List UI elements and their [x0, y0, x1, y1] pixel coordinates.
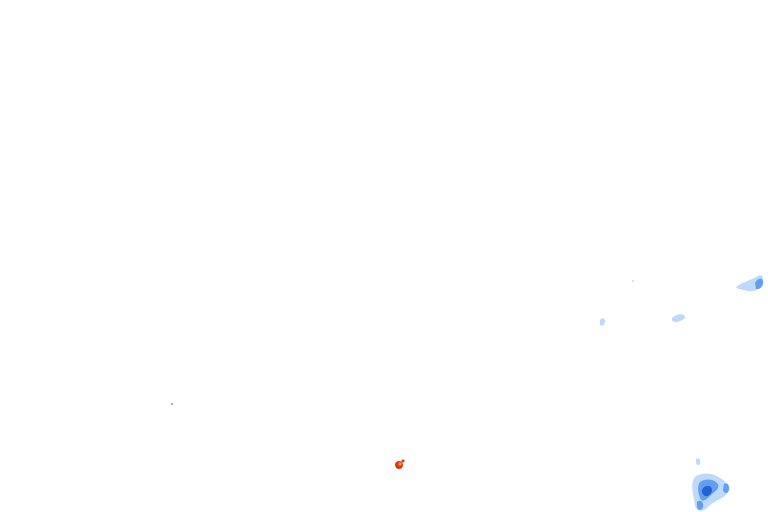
- precip-echo: [671, 314, 686, 322]
- precip-echo: [755, 278, 764, 290]
- precip-echo: [723, 483, 730, 493]
- precip-echo: [697, 500, 704, 510]
- precip-echo-group-east: [600, 275, 764, 326]
- precip-echo: [398, 462, 402, 466]
- precip-echo: [632, 280, 634, 282]
- precip-echo: [696, 458, 701, 466]
- heavy-precip-cell: [395, 459, 405, 469]
- precip-echo: [600, 318, 605, 326]
- precip-echo-group-southeast: [692, 458, 730, 511]
- precip-echo: [401, 459, 405, 463]
- precip-echo: [701, 485, 712, 497]
- speck-marker: [171, 403, 173, 405]
